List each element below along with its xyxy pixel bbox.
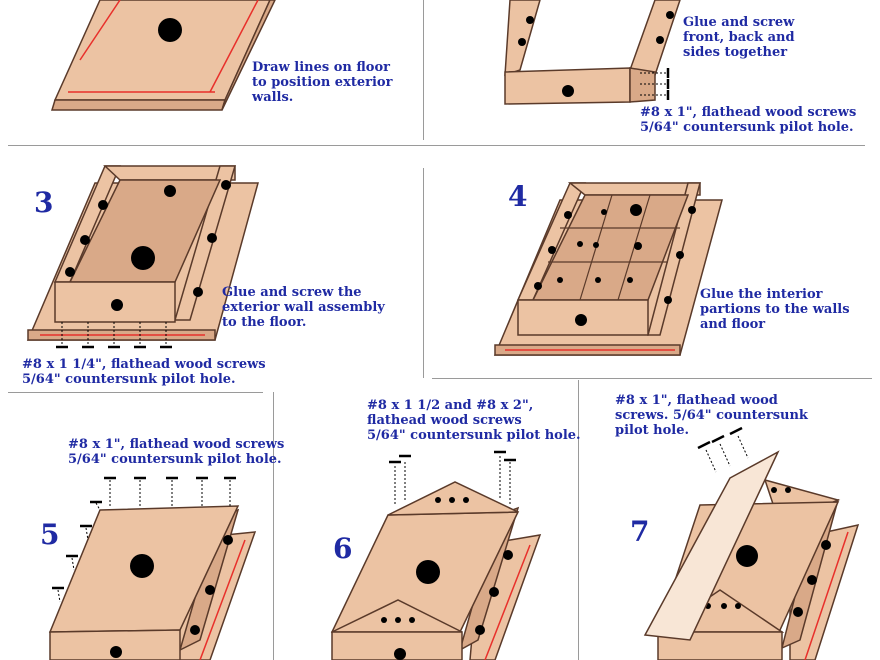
caption-line: front, back and	[683, 30, 795, 45]
caption-line: Glue and screw the	[222, 285, 362, 300]
divider-v-bot-2	[578, 380, 579, 660]
caption-line: Glue the interior	[700, 287, 823, 302]
caption-line: walls.	[252, 90, 294, 105]
step-number-5: 5	[40, 518, 60, 551]
step5-screws: #8 x 1", flathead wood screws 5/64" coun…	[68, 437, 284, 467]
caption-line: to position exterior	[252, 75, 393, 90]
step-number-6: 6	[333, 532, 353, 565]
divider-v-bot-1	[273, 392, 274, 660]
step2-caption: Glue and screw front, back and sides tog…	[683, 15, 795, 60]
divider-v-mid	[423, 168, 424, 378]
caption-line: Draw lines on floor	[252, 60, 390, 75]
step4-caption: Glue the interior partions to the walls …	[700, 287, 850, 332]
caption-line: to the floor.	[222, 315, 307, 330]
step7-screws: #8 x 1", flathead wood screws. 5/64" cou…	[615, 393, 808, 438]
screw-line: flathead wood screws	[367, 413, 522, 428]
screw-line: #8 x 1", flathead wood screws	[640, 105, 857, 120]
step-number-4: 4	[508, 180, 528, 213]
divider-h-1	[8, 145, 865, 146]
step2-screws: #8 x 1", flathead wood screws 5/64" coun…	[640, 105, 856, 135]
step1-floor	[50, 0, 276, 111]
caption-line: exterior wall assembly	[222, 300, 385, 315]
screw-line: screws. 5/64" countersunk	[615, 408, 808, 423]
caption-line: sides together	[683, 45, 788, 60]
step-number-7: 7	[630, 515, 650, 548]
step3-screws: #8 x 1 1/4", flathead wood screws 5/64" …	[22, 357, 266, 387]
caption-line: Glue and screw	[683, 15, 795, 30]
divider-h-2	[8, 392, 263, 393]
screw-line: #8 x 1 1/2 and #8 x 2",	[367, 398, 534, 413]
step5-roof	[48, 476, 257, 660]
step1-caption: Draw lines on floor to position exterior…	[252, 60, 392, 105]
screw-line: 5/64" countersunk pilot hole.	[640, 120, 854, 135]
caption-line: partions to the walls	[700, 302, 850, 317]
step7-panel	[643, 426, 860, 660]
step6-screws: #8 x 1 1/2 and #8 x 2", flathead wood sc…	[367, 398, 581, 443]
screw-line: #8 x 1 1/4", flathead wood screws	[22, 357, 266, 372]
step3-caption: Glue and screw the exterior wall assembl…	[222, 285, 385, 330]
screw-line: 5/64" countersunk pilot hole.	[68, 452, 282, 467]
step4-partitions	[493, 182, 723, 356]
step6-gable	[330, 450, 542, 660]
step2-frame	[504, 0, 681, 105]
caption-line: and floor	[700, 317, 766, 332]
screw-line: pilot hole.	[615, 423, 690, 438]
screw-line: 5/64" countersunk pilot hole.	[367, 428, 581, 443]
divider-v-top	[423, 0, 424, 140]
step-number-3: 3	[34, 186, 54, 219]
screw-line: 5/64" countersunk pilot hole.	[22, 372, 236, 387]
screw-line: #8 x 1", flathead wood screws	[68, 437, 285, 452]
divider-h-2b	[432, 378, 872, 379]
step3-assembly	[26, 165, 259, 349]
screw-line: #8 x 1", flathead wood	[615, 393, 778, 408]
